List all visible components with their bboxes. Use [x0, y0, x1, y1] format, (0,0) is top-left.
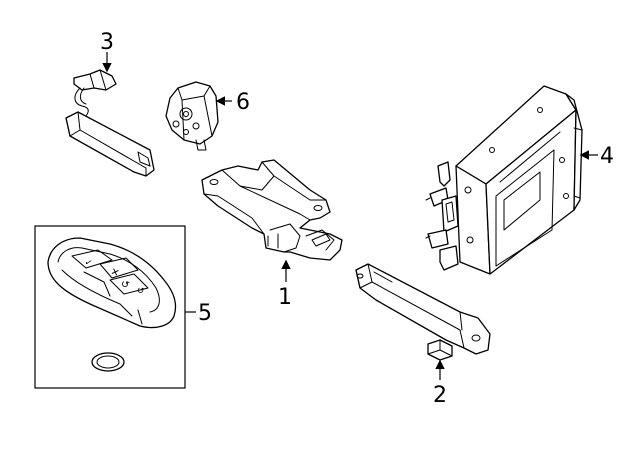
callout-3: 3: [100, 30, 114, 55]
part-3-antenna[interactable]: [65, 69, 155, 177]
part-2-antenna[interactable]: [355, 263, 491, 361]
part-5-key-fob[interactable]: ✓ ✕ ↺ ↺: [47, 237, 177, 329]
part-6-sensor[interactable]: [165, 81, 219, 151]
callout-1: 1: [278, 285, 292, 310]
fob-button-2: ✕: [109, 266, 121, 279]
part-5-box: [34, 225, 186, 389]
callout-4: 4: [600, 144, 614, 169]
callout-5: 5: [198, 301, 212, 326]
fob-button-4: ↺: [135, 285, 146, 297]
part-5-battery[interactable]: [91, 352, 125, 372]
callout-6: 6: [236, 90, 250, 115]
part-4-module[interactable]: [425, 85, 583, 275]
callout-2: 2: [433, 383, 447, 408]
fob-button-1: ✓: [83, 257, 94, 269]
fob-button-3: ↺: [119, 278, 131, 291]
part-1-bracket[interactable]: [201, 159, 343, 261]
